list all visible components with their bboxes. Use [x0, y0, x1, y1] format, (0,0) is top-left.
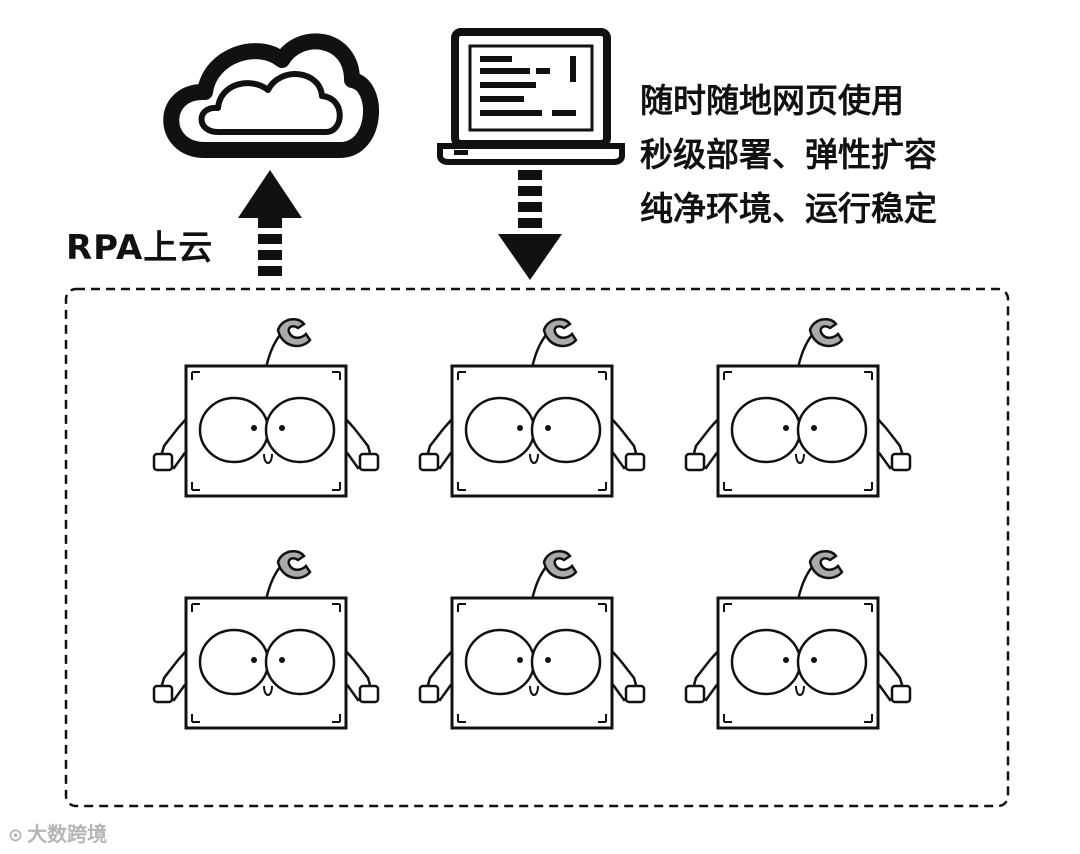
robot-icon — [152, 317, 380, 498]
feature-line: 秒级部署、弹性扩容 — [640, 135, 937, 174]
robot-icon — [684, 317, 912, 498]
watermark-logo-icon: ⊙ — [8, 825, 24, 846]
down-arrow-icon — [498, 170, 562, 280]
up-arrow-icon — [238, 170, 302, 276]
robot-icon — [152, 549, 380, 730]
laptop-icon — [437, 28, 625, 165]
robot-icon — [418, 549, 646, 730]
feature-line: 随时随地网页使用 — [640, 81, 904, 120]
robot-cluster-box — [64, 287, 1010, 808]
robot-icon — [418, 317, 646, 498]
cloud-icon — [163, 33, 379, 158]
watermark: ⊙大数跨境 — [8, 818, 107, 847]
rpa-cloud-label: RPA上云 — [66, 228, 214, 268]
watermark-text: 大数跨境 — [27, 822, 108, 846]
feature-list: 随时随地网页使用 秒级部署、弹性扩容 纯净环境、运行稳定 — [640, 74, 937, 236]
robot-icon — [684, 549, 912, 730]
feature-line: 纯净环境、运行稳定 — [640, 189, 937, 228]
